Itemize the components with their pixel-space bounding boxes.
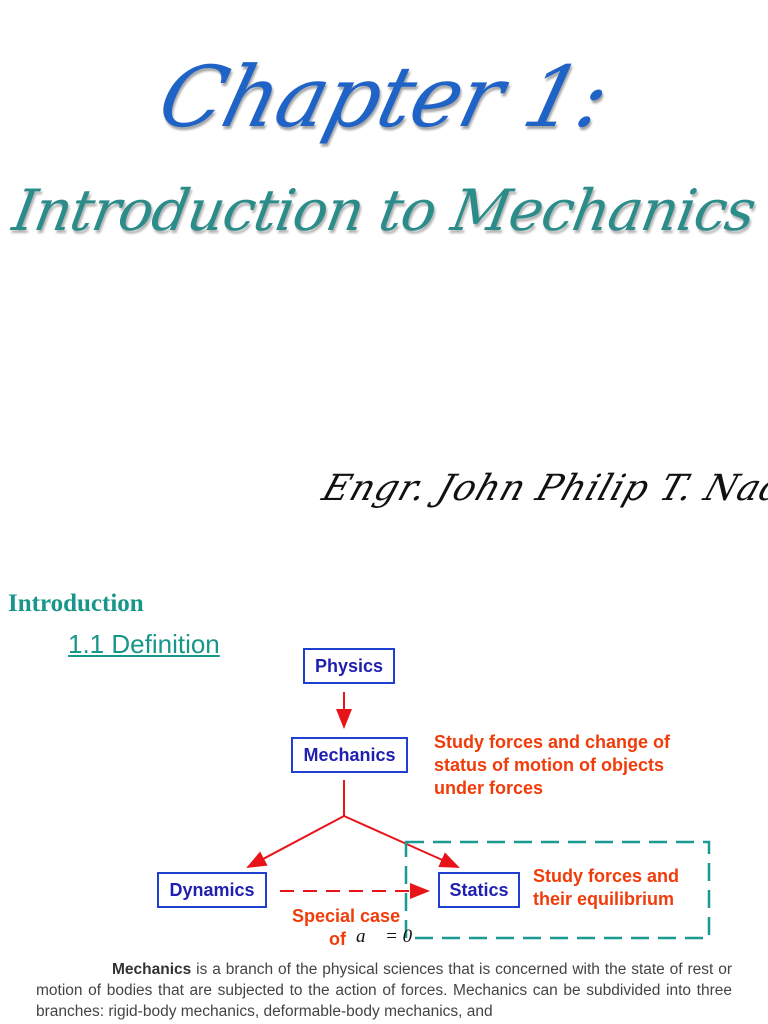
statics-note: Study forces and their equilibrium — [533, 866, 680, 909]
acceleration-zero-equation: a⃗ = 0 — [356, 926, 413, 947]
statics-box: Statics — [438, 872, 520, 908]
special-case-label: Special case — [292, 906, 401, 926]
mechanics-box: Mechanics — [291, 737, 408, 773]
mechanics-note: Study forces and change of status of mot… — [434, 732, 671, 798]
arrow-to-statics — [343, 815, 460, 868]
section-heading: Introduction — [8, 590, 144, 617]
special-case-of-label: of — [329, 929, 346, 949]
arrow-to-dynamics — [246, 815, 345, 868]
statics-dashed-frame — [404, 840, 711, 940]
paragraph-term: Mechanics — [112, 961, 192, 978]
dynamics-box: Dynamics — [157, 872, 267, 908]
paragraph-text: is a branch of the physical sciences tha… — [36, 961, 732, 1020]
body-paragraph: Mechanics is a branch of the physical sc… — [36, 959, 732, 1022]
physics-box: Physics — [303, 648, 395, 684]
subsection-link[interactable]: 1.1 Definition — [68, 629, 220, 659]
